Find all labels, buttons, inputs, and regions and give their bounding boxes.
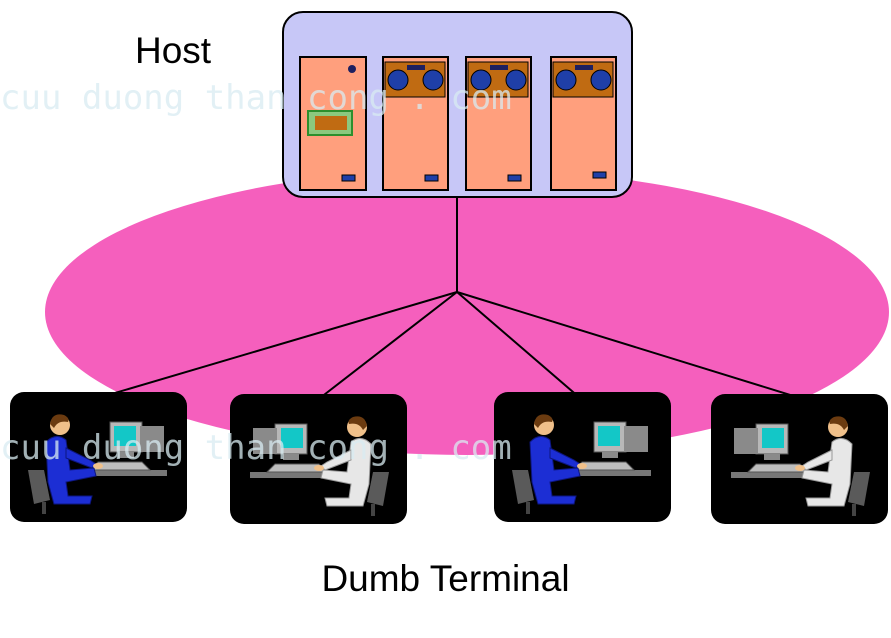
- host-tape-cabinet-3: [550, 56, 617, 191]
- network-links: [97, 197, 801, 399]
- tape-reel-icon: [422, 69, 444, 91]
- chair-leg: [852, 504, 856, 516]
- desk: [250, 472, 345, 478]
- desk: [556, 470, 651, 476]
- tape-reel-icon: [555, 69, 577, 91]
- host-label: Host: [135, 30, 212, 71]
- desk: [72, 470, 167, 476]
- chair-leg: [42, 502, 46, 514]
- operator-body: [320, 438, 372, 507]
- host-tape-cabinet-1: [382, 56, 449, 191]
- screen: [114, 426, 136, 446]
- chair-icon: [848, 472, 870, 506]
- monitor-stand: [602, 452, 618, 458]
- operator-hand: [314, 465, 324, 471]
- monitor-stand: [118, 452, 134, 458]
- link-terminal-2: [319, 291, 458, 399]
- operator-hair: [50, 414, 69, 428]
- link-terminal-1: [97, 291, 458, 399]
- screen: [762, 428, 784, 448]
- monitor-stand: [283, 454, 299, 460]
- operator-hair: [534, 414, 553, 428]
- chair-leg: [371, 504, 375, 516]
- watermark-text: cuu duong than cong . com: [0, 78, 512, 118]
- power-led-icon: [348, 65, 356, 73]
- link-terminal-3: [456, 291, 581, 399]
- terminal-card: [711, 394, 888, 524]
- operator-body: [45, 436, 97, 505]
- desk: [731, 472, 826, 478]
- monitor-back: [253, 428, 277, 454]
- network-cloud: [45, 169, 889, 455]
- operator-hair: [829, 416, 848, 430]
- terminal-label: Dumb Terminal: [321, 558, 570, 599]
- operator-hand: [577, 463, 587, 469]
- terminal-card: [10, 392, 187, 522]
- tape-reel-icon: [470, 69, 492, 91]
- host-tape-cabinet-2: [465, 56, 532, 191]
- operator-hair: [348, 416, 367, 430]
- terminal-row: [10, 392, 888, 524]
- workstation-icon: [250, 416, 389, 516]
- operator-body: [529, 436, 581, 505]
- chair-leg: [526, 502, 530, 514]
- workstation-icon: [512, 414, 651, 514]
- monitor-back: [140, 426, 164, 452]
- screen: [281, 428, 303, 448]
- screen: [598, 426, 620, 446]
- host-cpu-cabinet: [299, 56, 367, 191]
- workstation-icon: [28, 414, 167, 514]
- tape-reel-icon: [387, 69, 409, 91]
- watermark-text: cuu duong than cong . com: [0, 428, 512, 468]
- operator-hand: [93, 463, 103, 469]
- chair-icon: [512, 470, 534, 504]
- monitor-back: [734, 428, 758, 454]
- tape-reel-icon: [505, 69, 527, 91]
- terminal-card: [494, 392, 671, 522]
- monitor-back: [624, 426, 648, 452]
- tape-reel-icon: [590, 69, 612, 91]
- chair-icon: [367, 472, 389, 506]
- terminal-card: [230, 394, 407, 524]
- host-machine: [282, 11, 633, 198]
- monitor-stand: [764, 454, 780, 460]
- chair-icon: [28, 470, 50, 504]
- operator-body: [801, 438, 853, 507]
- workstation-icon: [731, 416, 870, 516]
- link-terminal-4: [456, 291, 801, 399]
- operator-hand: [795, 465, 805, 471]
